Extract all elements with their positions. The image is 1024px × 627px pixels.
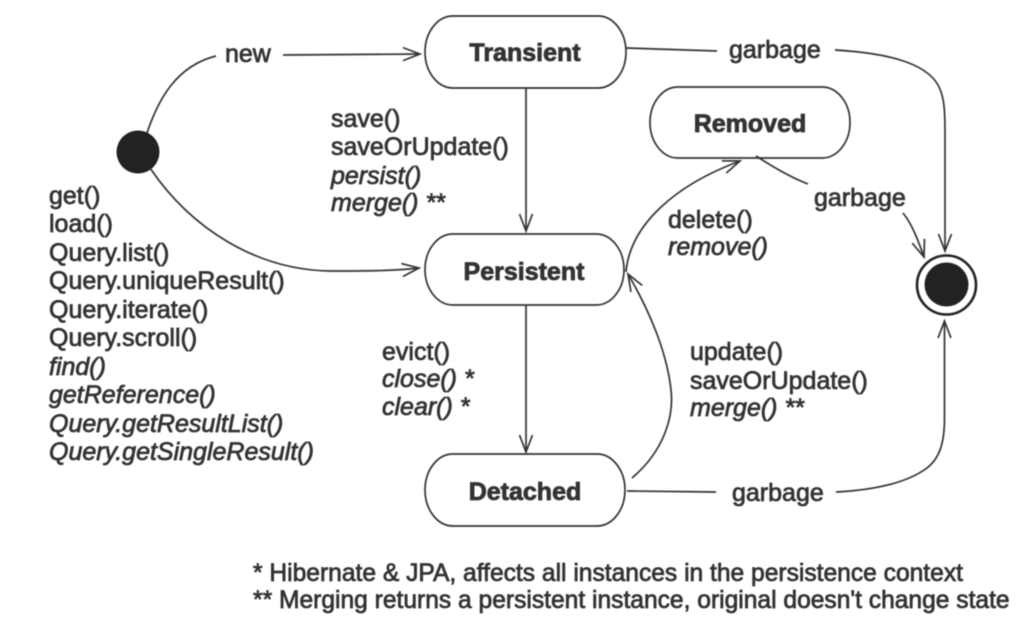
svg-text:update(): update() [690,338,783,366]
svg-text:saveOrUpdate(): saveOrUpdate() [690,367,868,395]
svg-text:* Hibernate & JPA, affects all: * Hibernate & JPA, affects all instances… [253,560,963,587]
svg-text:merge() **: merge() ** [331,189,446,217]
svg-text:garbage: garbage [814,184,906,212]
svg-text:Persistent: Persistent [464,258,586,286]
svg-text:Query.iterate(): Query.iterate() [49,296,208,324]
svg-text:** Merging returns a persisten: ** Merging returns a persistent instance… [253,587,1010,614]
svg-text:Transient: Transient [469,39,581,67]
svg-text:close() *: close() * [382,365,475,393]
svg-text:Removed: Removed [694,110,807,138]
svg-text:getReference(): getReference() [49,381,216,409]
svg-text:save(): save() [331,105,400,133]
svg-text:persist(): persist() [330,162,421,190]
svg-text:load(): load() [49,210,113,238]
svg-text:saveOrUpdate(): saveOrUpdate() [331,133,509,161]
svg-text:Query.uniqueResult(): Query.uniqueResult() [49,267,285,295]
svg-text:remove(): remove() [668,233,768,261]
svg-text:clear() *: clear() * [382,393,471,421]
svg-text:find(): find() [49,353,106,381]
svg-text:delete(): delete() [668,206,753,234]
svg-text:Query.getResultList(): Query.getResultList() [49,410,283,438]
svg-text:new: new [225,40,272,68]
svg-text:Query.getSingleResult(): Query.getSingleResult() [49,438,314,466]
svg-text:Query.list(): Query.list() [49,239,169,267]
svg-text:merge() **: merge() ** [690,394,805,422]
svg-text:evict(): evict() [382,338,450,366]
svg-text:Query.scroll(): Query.scroll() [49,324,197,352]
svg-text:get(): get() [49,182,100,210]
svg-text:Detached: Detached [469,478,582,506]
svg-text:garbage: garbage [729,36,821,64]
svg-text:garbage: garbage [732,479,824,507]
